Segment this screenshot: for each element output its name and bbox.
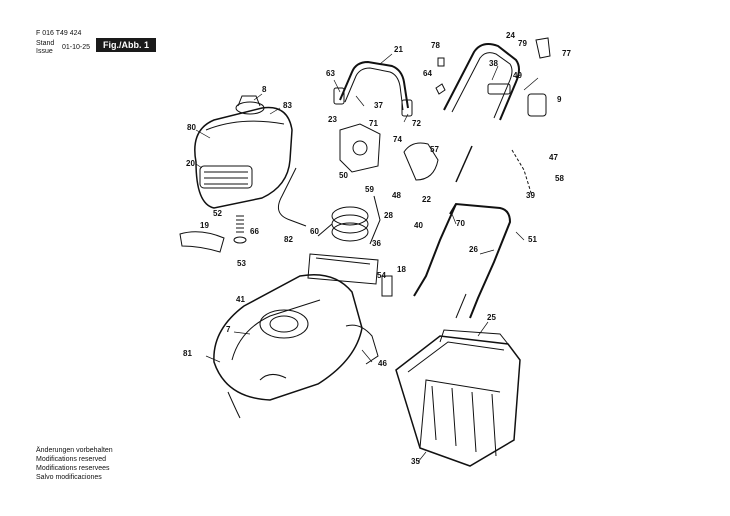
callout-70: 70 (456, 219, 465, 228)
callout-7: 7 (226, 325, 231, 334)
callout-54: 54 (377, 271, 386, 280)
callout-39: 39 (526, 191, 535, 200)
callout-24: 24 (506, 31, 515, 40)
callout-50: 50 (339, 171, 348, 180)
issue-date: 01-10-25 (62, 44, 91, 51)
callout-8: 8 (262, 85, 267, 94)
callout-49: 49 (513, 71, 522, 80)
issue-label: Issue (36, 48, 53, 55)
spring-clip (179, 215, 247, 253)
footer-note: Änderungen vorbehalten (36, 447, 113, 454)
callout-25: 25 (487, 313, 496, 322)
callout-82: 82 (284, 235, 293, 244)
callout-79: 79 (518, 39, 527, 48)
callout-26: 26 (469, 245, 478, 254)
callout-38: 38 (489, 59, 498, 68)
callout-64: 64 (423, 69, 432, 78)
callout-53: 53 (237, 259, 246, 268)
callout-22: 22 (422, 195, 431, 204)
callout-51: 51 (528, 235, 537, 244)
mower-deck (213, 274, 379, 419)
callout-63: 63 (326, 69, 335, 78)
lower-handle-bar (413, 202, 512, 319)
callout-78: 78 (431, 41, 440, 50)
callout-28: 28 (384, 211, 393, 220)
callout-37: 37 (374, 101, 383, 110)
upper-handle-bar (333, 60, 413, 117)
callout-20: 20 (186, 159, 195, 168)
callout-57: 57 (430, 145, 439, 154)
callout-74: 74 (393, 135, 402, 144)
callout-18: 18 (397, 265, 406, 274)
footer-notes: Änderungen vorbehalten Modifications res… (36, 446, 113, 482)
doc-number: F 016 T49 424 (36, 30, 82, 37)
callout-41: 41 (236, 295, 245, 304)
callout-58: 58 (555, 174, 564, 183)
callout-81: 81 (183, 349, 192, 358)
footer-note: Modifications reserved (36, 456, 107, 463)
footer-note: Modifications reservees (36, 465, 110, 472)
callout-80: 80 (187, 123, 196, 132)
callout-21: 21 (394, 45, 403, 54)
callout-66: 66 (250, 227, 259, 236)
callout-9: 9 (557, 95, 562, 104)
callout-77: 77 (562, 49, 571, 58)
figure-badge: Fig./Abb. 1 (96, 38, 156, 52)
right-handle-bar (435, 37, 551, 121)
callout-40: 40 (414, 221, 423, 230)
leader-lines (195, 53, 539, 463)
stand-label: Stand (36, 40, 55, 47)
callout-71: 71 (369, 119, 378, 128)
callout-52: 52 (213, 209, 222, 218)
footer-note: Salvo modificaciones (36, 474, 102, 481)
callout-36: 36 (372, 239, 381, 248)
side-rods (455, 145, 533, 197)
callout-60: 60 (310, 227, 319, 236)
callout-35: 35 (411, 457, 420, 466)
callout-23: 23 (328, 115, 337, 124)
callout-48: 48 (392, 191, 401, 200)
handle-mount-frame (307, 253, 393, 297)
power-cable (277, 167, 381, 245)
grass-collection-box (395, 329, 521, 467)
callout-46: 46 (378, 359, 387, 368)
callout-59: 59 (365, 185, 374, 194)
engine-hood (194, 95, 293, 209)
callout-47: 47 (549, 153, 558, 162)
callout-19: 19 (200, 221, 209, 230)
callout-83: 83 (283, 101, 292, 110)
switch-bracket (339, 123, 439, 181)
callout-72: 72 (412, 119, 421, 128)
